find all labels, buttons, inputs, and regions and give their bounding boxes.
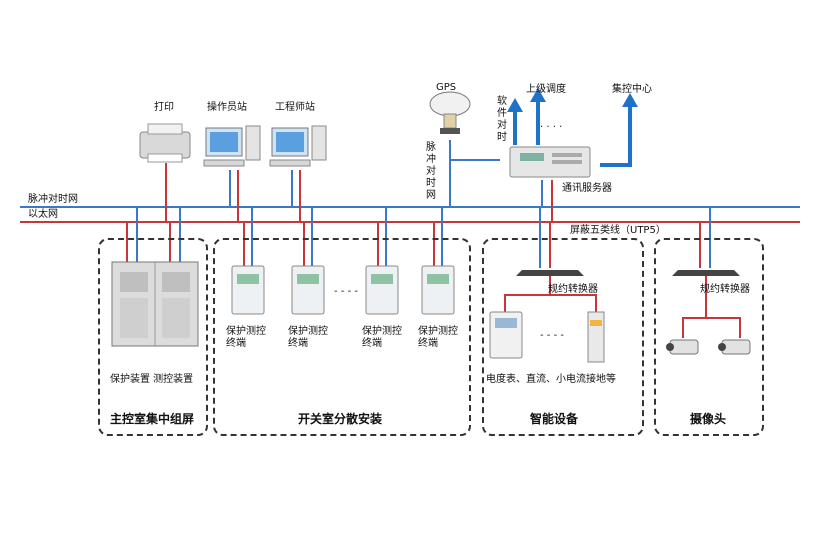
energy-meter-icon — [489, 311, 523, 359]
software-sync-arrowhead — [507, 98, 523, 112]
engineer-workstation-icon — [269, 125, 327, 167]
switchgear-group-title: 开关室分散安装 — [298, 412, 383, 426]
gps-antenna-icon — [429, 91, 471, 134]
comm-server-icon — [509, 146, 591, 178]
control-center-arrow — [600, 105, 632, 167]
control-center-label: 集控中心 — [612, 84, 652, 95]
software-sync-label: 软件对时 — [497, 96, 507, 143]
main-control-zone — [98, 238, 208, 436]
main-group-title: 主控室集中组屏 — [110, 412, 195, 426]
protection-terminal-icon — [291, 265, 325, 315]
engineer-station-label: 工程师站 — [275, 102, 315, 113]
dc-device-icon — [587, 311, 605, 363]
smart-device-zone — [482, 238, 644, 436]
upper-dispatch-arrowhead — [530, 88, 546, 102]
protocol-converter-icon — [672, 270, 740, 276]
terminal-label-4: 保护测控终端 — [418, 326, 458, 349]
terminal-label-1: 保护测控终端 — [226, 326, 266, 349]
terminal-label-2: 保护测控终端 — [288, 326, 328, 349]
switchgear-zone — [213, 238, 471, 436]
protection-terminal-icon — [231, 265, 265, 315]
smart-group-title: 智能设备 — [530, 412, 579, 426]
protection-terminal-icon — [421, 265, 455, 315]
camera-group-title: 摄像头 — [690, 412, 727, 426]
printer-icon — [139, 123, 191, 163]
main-group-caption: 保护装置 测控装置 — [110, 374, 194, 385]
protocol-converter-icon — [516, 270, 584, 276]
protection-terminal-icon — [365, 265, 399, 315]
gps-pulse-label: 脉冲对时网 — [426, 142, 436, 201]
timing-net-label: 脉冲对时网 — [28, 194, 78, 205]
camera-icon — [666, 339, 699, 355]
camera-converter-label: 规约转换器 — [700, 284, 750, 295]
printer-label: 打印 — [154, 102, 174, 113]
cable-label: 屏蔽五类线（UTP5） — [570, 225, 666, 236]
ethernet-label: 以太网 — [28, 209, 58, 220]
camera-icon — [718, 339, 751, 355]
smart-converter-label: 规约转换器 — [548, 284, 598, 295]
operator-workstation-icon — [203, 125, 261, 167]
camera-zone — [654, 238, 764, 436]
gps-label: GPS — [436, 82, 457, 93]
smart-dots: - - - - — [540, 330, 564, 341]
upper-dispatch-label: 上级调度 — [526, 84, 566, 95]
operator-station-label: 操作员站 — [207, 102, 247, 113]
software-sync-dots: · · · · — [540, 122, 563, 133]
terminal-label-3: 保护测控终端 — [362, 326, 402, 349]
switchgear-dots: - - - - — [334, 286, 358, 297]
smart-caption: 电度表、直流、小电流接地等 — [486, 374, 616, 385]
cam-branch-line — [682, 317, 741, 338]
control-center-arrowhead — [622, 93, 638, 107]
comm-server-label: 通讯服务器 — [562, 183, 612, 194]
control-cabinet-icon — [111, 261, 199, 347]
